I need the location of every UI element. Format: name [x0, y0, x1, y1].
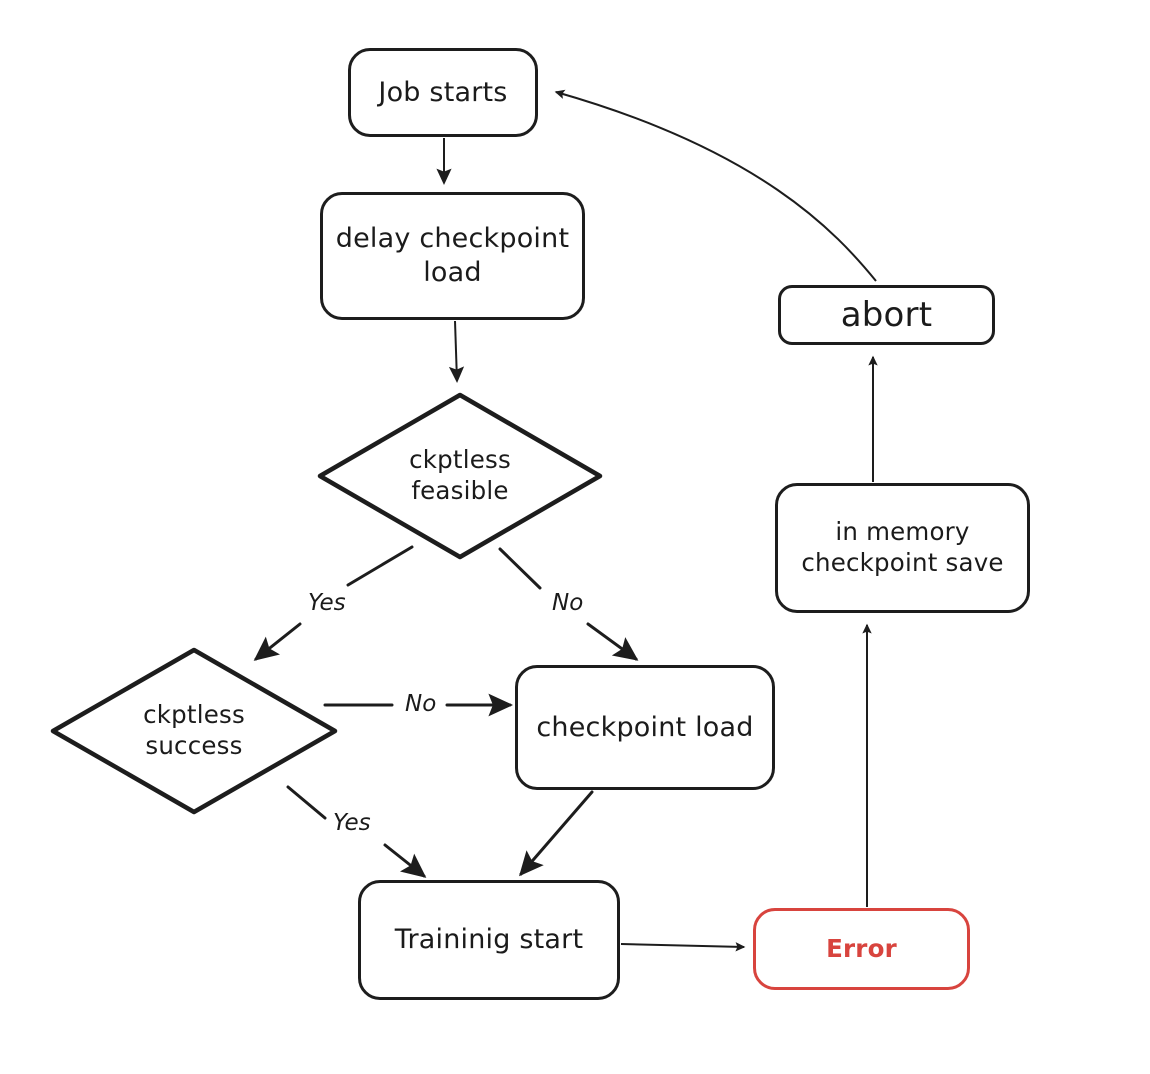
node-in-memory-checkpoint-save[interactable]: in memory checkpoint save [775, 483, 1030, 613]
edge-label-ckptless-feasible-yes: Yes [303, 590, 351, 616]
diamond-shape-ckptless-success [50, 647, 338, 815]
node-error[interactable]: Error [753, 908, 970, 990]
node-ckptless-success-label: ckptless success [143, 700, 245, 760]
node-ckptless-feasible[interactable]: ckptless feasible [315, 390, 605, 562]
edge-abort-to-job-starts [554, 89, 877, 282]
node-abort[interactable]: abort [778, 285, 995, 345]
edge-label-ckptless-success-yes: Yes [328, 810, 376, 836]
node-error-label: Error [826, 933, 897, 963]
node-delay-checkpoint-load[interactable]: delay checkpoint load [320, 192, 585, 320]
node-checkpoint-load-label: checkpoint load [536, 711, 754, 743]
edge-label-ckptless-feasible-no: No [547, 590, 589, 616]
edge-training-start-to-error [620, 942, 746, 952]
edge-ckptless-feasible-no-seg1 [498, 547, 542, 590]
node-training-start-label: Traininig start [394, 924, 584, 956]
edge-ckptless-success-yes-seg1 [286, 785, 327, 820]
node-job-starts[interactable]: Job starts [348, 48, 538, 137]
node-abort-label: abort [840, 294, 933, 335]
node-checkpoint-load[interactable]: checkpoint load [515, 665, 775, 790]
node-ckptless-success[interactable]: ckptless success [48, 645, 340, 817]
edge-ckptless-feasible-yes-seg1 [346, 545, 414, 587]
edge-delay-checkpoint-load-to-ckptless-feasible [448, 320, 465, 383]
node-job-starts-label: Job starts [378, 76, 508, 108]
edge-ckptless-success-yes-seg2 [383, 843, 427, 878]
node-ckptless-feasible-label: ckptless feasible [409, 445, 511, 505]
node-training-start[interactable]: Traininig start [358, 880, 620, 1000]
node-in-memory-checkpoint-save-label: in memory checkpoint save [801, 517, 1004, 577]
edge-ckptless-feasible-no-seg2 [586, 622, 639, 661]
diamond-shape-ckptless-feasible [317, 392, 603, 560]
node-delay-checkpoint-load-label: delay checkpoint load [335, 223, 570, 288]
edge-checkpoint-load-to-training-start [519, 790, 594, 877]
edge-label-ckptless-success-no: No [400, 691, 442, 717]
edge-ckptless-feasible-yes-seg2 [253, 622, 302, 661]
